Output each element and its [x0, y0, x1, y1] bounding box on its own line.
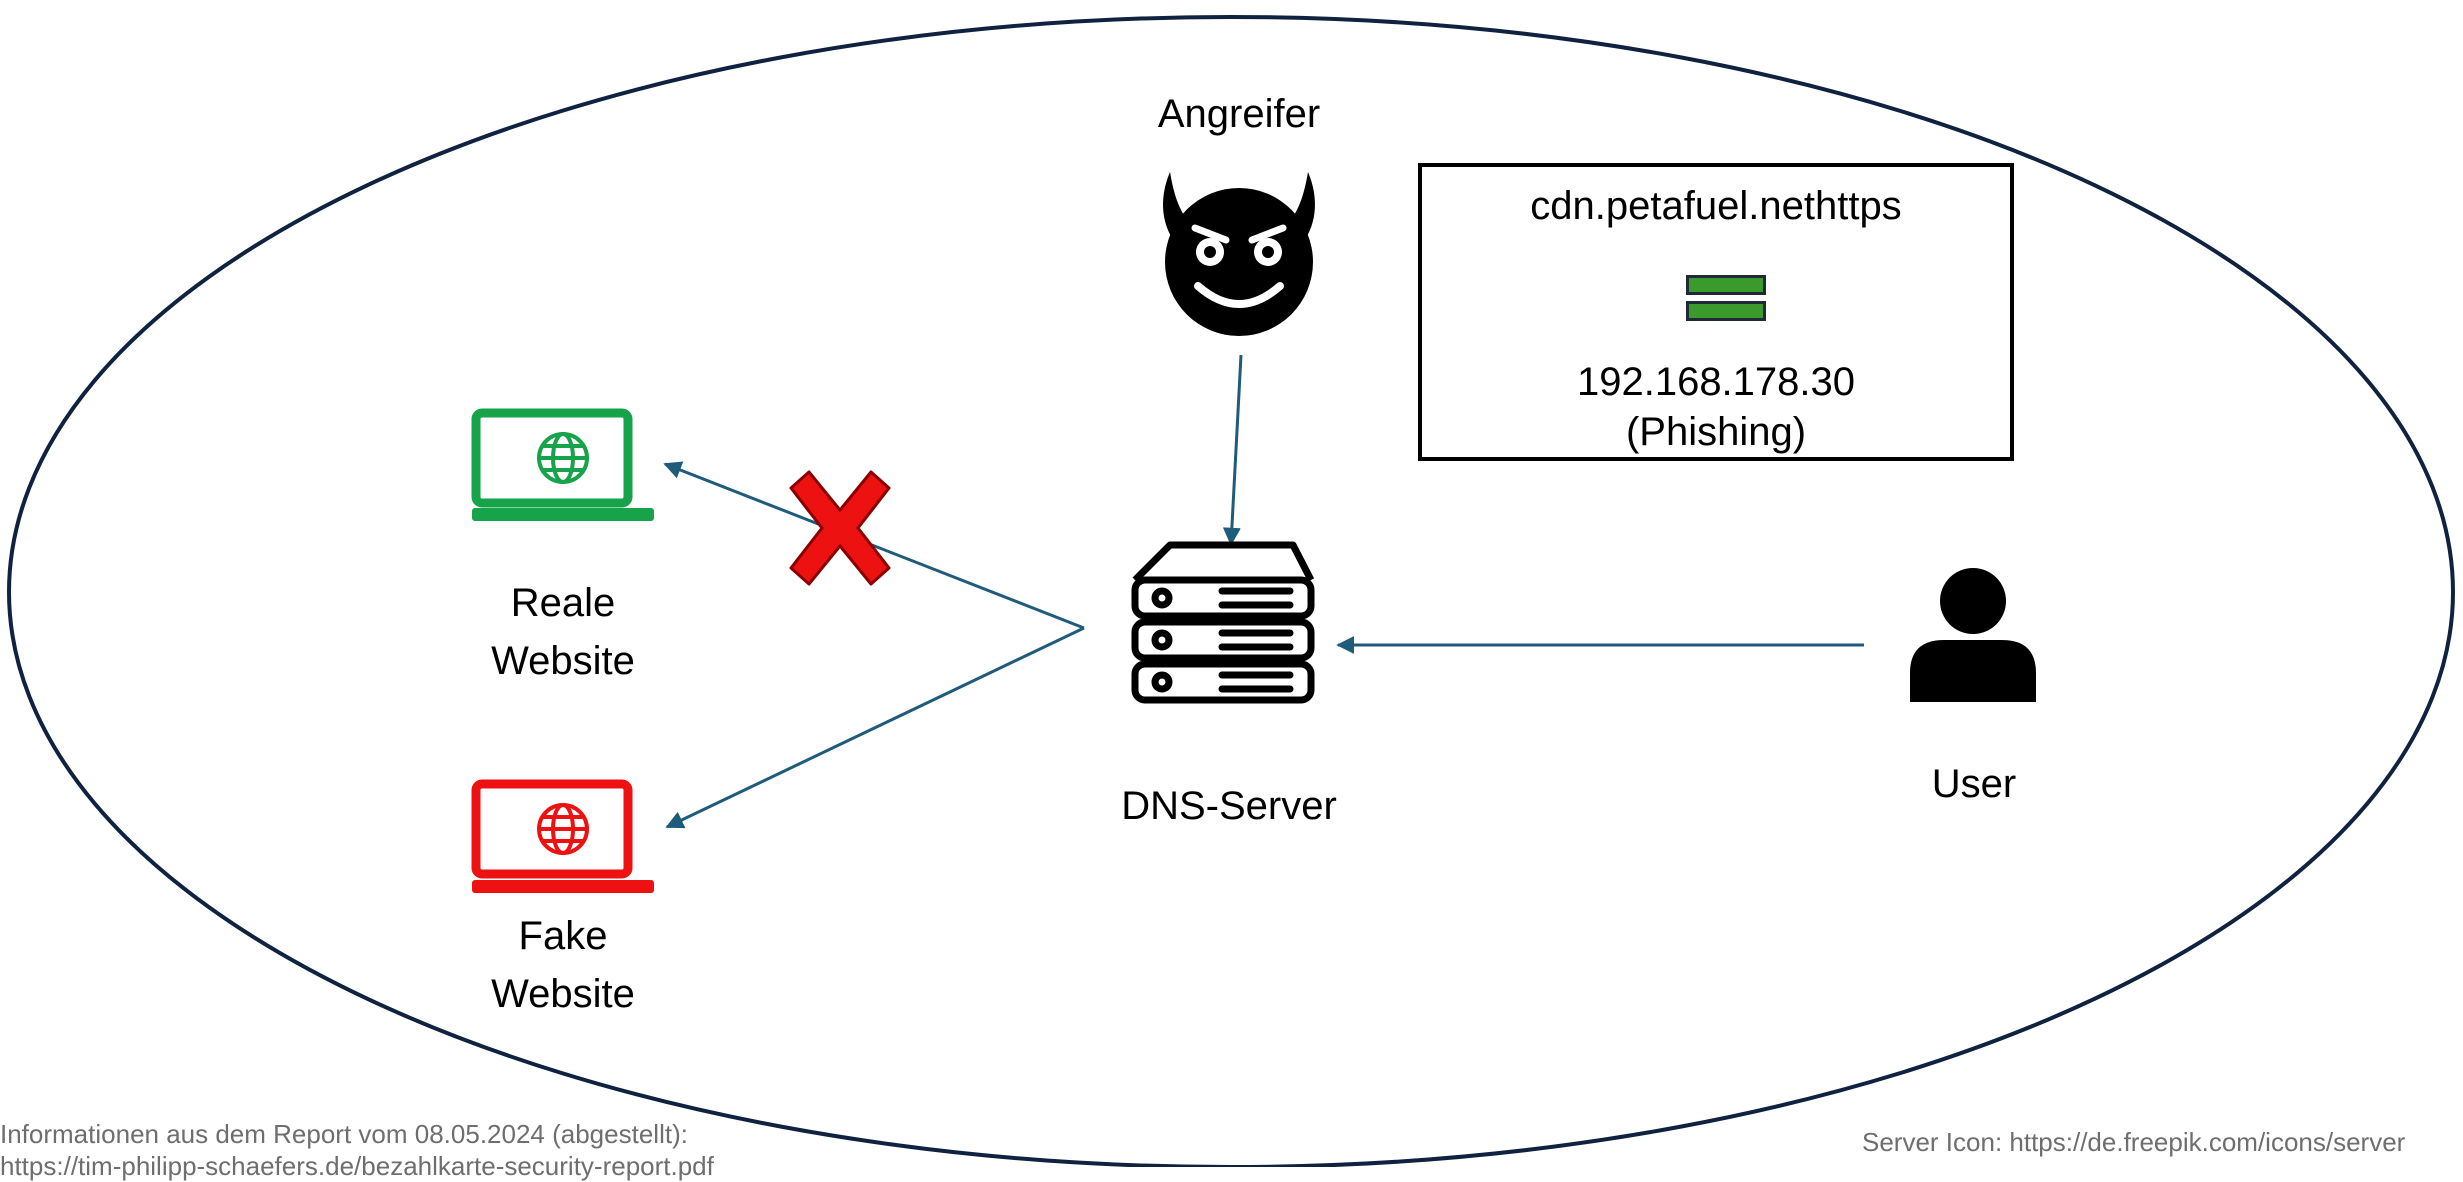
fake-website-label: Fake Website	[413, 907, 713, 1023]
edge-attacker-to-dns	[1222, 354, 1243, 546]
real-website-label: Reale Website	[413, 574, 713, 690]
fake-website-label-line1: Fake	[518, 914, 608, 958]
laptop-globe-icon-real	[471, 408, 654, 521]
fake-website-label-line2: Website	[491, 972, 635, 1016]
edge-dns-to-fake-website	[665, 626, 1085, 829]
mapping-note: (Phishing)	[1625, 410, 1807, 454]
user-label: User	[1931, 762, 2017, 806]
mapping-domain: cdn.petafuel.nethttps	[1530, 184, 1902, 228]
mapping-ip: 192.168.178.30	[1576, 360, 1856, 404]
server-rack-icon	[1131, 541, 1315, 704]
devil-face-icon	[1163, 172, 1315, 336]
icon-credit: Server Icon: https://de.freepik.com/icon…	[1862, 1127, 2406, 1157]
equals-bar-bottom	[1686, 301, 1766, 321]
source-note-line2: https://tim-philipp-schaefers.de/bezahlk…	[0, 1151, 714, 1181]
source-note-line1: Informationen aus dem Report vom 08.05.2…	[0, 1119, 688, 1149]
laptop-globe-icon-fake	[471, 779, 654, 893]
attacker-label: Angreifer	[1157, 92, 1321, 136]
equals-bar-top	[1686, 275, 1766, 295]
user-icon	[1910, 568, 2036, 702]
real-website-label-line1: Reale	[510, 581, 616, 625]
blocked-cross-icon	[789, 470, 891, 586]
real-website-label-line2: Website	[491, 639, 635, 683]
dns-server-label: DNS-Server	[1121, 784, 1337, 828]
dns-mapping-box: cdn.petafuel.nethttps 192.168.178.30 (Ph…	[1418, 163, 2014, 461]
network-boundary-ellipse	[7, 15, 2455, 1167]
source-note: Informationen aus dem Report vom 08.05.2…	[0, 1118, 714, 1182]
edge-dns-to-real-website	[663, 461, 1085, 630]
